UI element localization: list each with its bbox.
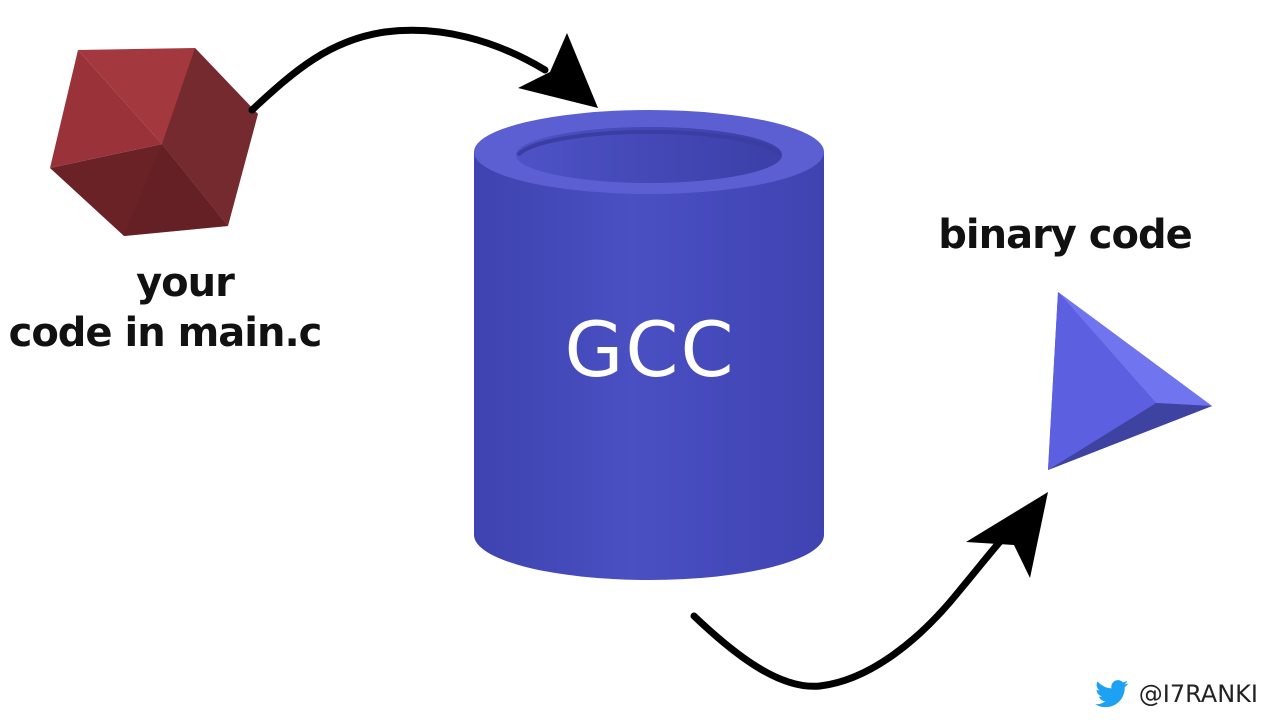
input-arrow [252,30,598,110]
source-file-label-line1: your [0,258,330,308]
binary-output-pyramid-icon [1048,292,1212,470]
twitter-bird-icon [1095,680,1129,708]
binary-output-label: binary code [930,212,1200,258]
source-file-label: your code in main.c [0,258,330,358]
compiler-label: GCC [475,305,825,394]
source-code-cube-icon [50,48,258,236]
author-credit: @I7RANKI [1095,680,1258,708]
source-file-label-line2: code in main.c [9,310,322,356]
author-handle: @I7RANKI [1139,680,1258,708]
